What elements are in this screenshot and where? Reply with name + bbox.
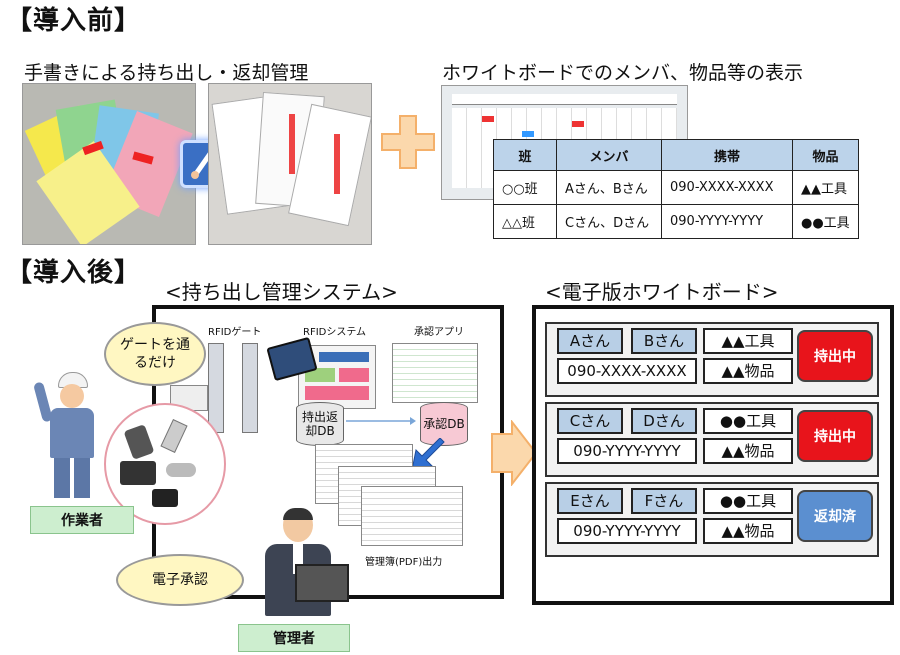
plus-icon — [381, 115, 435, 169]
worker-label: 作業者 — [30, 506, 134, 534]
table-cell: ▲▲工具 — [792, 170, 859, 205]
status-badge: 持出中 — [797, 410, 873, 462]
member-name: Cさん — [557, 408, 623, 434]
approval-db-label: 承認DB — [423, 417, 465, 431]
manager-label: 管理者 — [238, 624, 350, 652]
table-row: ○○班 Aさん、Bさん 090-XXXX-XXXX ▲▲工具 — [493, 170, 859, 205]
item-label: ▲▲物品 — [703, 358, 793, 384]
before-table: 班 メンバ 携帯 物品 ○○班 Aさん、Bさん 090-XXXX-XXXX ▲▲… — [493, 139, 859, 239]
after-heading: 【導入後】 — [6, 258, 142, 288]
before-heading: 【導入前】 — [6, 6, 142, 36]
approval-db-icon: 承認DB — [420, 402, 468, 446]
board-row: Cさん Dさん 090-YYYY-YYYY ●●工具 ▲▲物品 持出中 — [545, 402, 879, 477]
system-title: <持ち出し管理システム> — [165, 280, 398, 304]
item-label: ●●工具 — [703, 488, 793, 514]
table-header: 班 — [493, 139, 557, 171]
rfid-system-label: RFIDシステム — [303, 327, 367, 338]
phone-number: 090-YYYY-YYYY — [557, 518, 697, 544]
table-cell: △△班 — [493, 204, 557, 239]
member-name: Aさん — [557, 328, 623, 354]
table-cell: ○○班 — [493, 170, 557, 205]
pdf-document — [361, 486, 463, 546]
member-name: Bさん — [631, 328, 697, 354]
table-cell: 090-YYYY-YYYY — [661, 204, 793, 239]
item-label: ▲▲物品 — [703, 438, 793, 464]
folders-photo — [22, 83, 196, 245]
db-sync-arrow — [346, 417, 416, 425]
phone-number: 090-YYYY-YYYY — [557, 438, 697, 464]
member-name: Dさん — [631, 408, 697, 434]
manager-figure — [255, 508, 349, 620]
handwriting-caption: 手書きによる持ち出し・返却管理 — [24, 62, 309, 84]
board-row: Aさん Bさん 090-XXXX-XXXX ▲▲工具 ▲▲物品 持出中 — [545, 322, 879, 397]
approval-bubble: 電子承認 — [116, 554, 244, 606]
item-label: ●●工具 — [703, 408, 793, 434]
table-header-row: 班 メンバ 携帯 物品 — [493, 139, 859, 171]
approval-app-label: 承認アプリ — [414, 327, 464, 338]
status-badge: 持出中 — [797, 330, 873, 382]
checkout-db-label: 持出返却DB — [301, 410, 338, 438]
table-header: メンバ — [556, 139, 662, 171]
table-cell: 090-XXXX-XXXX — [661, 170, 793, 205]
table-header: 物品 — [792, 139, 859, 171]
item-label: ▲▲工具 — [703, 328, 793, 354]
gate-bubble-text: ゲートを通るだけ — [120, 337, 190, 371]
worker-figure — [32, 372, 100, 502]
transition-arrow — [491, 420, 538, 486]
member-name: Eさん — [557, 488, 623, 514]
output-arrow — [411, 438, 445, 471]
board-title: <電子版ホワイトボード> — [545, 280, 779, 304]
tools-circle — [104, 403, 226, 525]
gate-bubble: ゲートを通るだけ — [104, 322, 206, 386]
item-label: ▲▲物品 — [703, 518, 793, 544]
pdf-output-label: 管理簿(PDF)出力 — [365, 557, 443, 568]
rfid-gate-label: RFIDゲート — [208, 327, 262, 338]
rfid-gate-device — [242, 343, 258, 433]
forms-photo — [208, 83, 372, 245]
table-cell: ●●工具 — [792, 204, 859, 239]
member-name: Fさん — [631, 488, 697, 514]
status-badge: 返却済 — [797, 490, 873, 542]
checkout-db-icon: 持出返却DB — [296, 402, 344, 446]
table-cell: Cさん、Dさん — [556, 204, 662, 239]
rfid-gate-device — [208, 343, 224, 433]
board-row: Eさん Fさん 090-YYYY-YYYY ●●工具 ▲▲物品 返却済 — [545, 482, 879, 557]
approval-bubble-text: 電子承認 — [152, 572, 208, 588]
table-header: 携帯 — [661, 139, 793, 171]
phone-number: 090-XXXX-XXXX — [557, 358, 697, 384]
table-row: △△班 Cさん、Dさん 090-YYYY-YYYY ●●工具 — [493, 204, 859, 239]
whiteboard-caption: ホワイトボードでのメンバ、物品等の表示 — [442, 62, 804, 84]
approval-app-screen — [392, 343, 478, 403]
table-cell: Aさん、Bさん — [556, 170, 662, 205]
